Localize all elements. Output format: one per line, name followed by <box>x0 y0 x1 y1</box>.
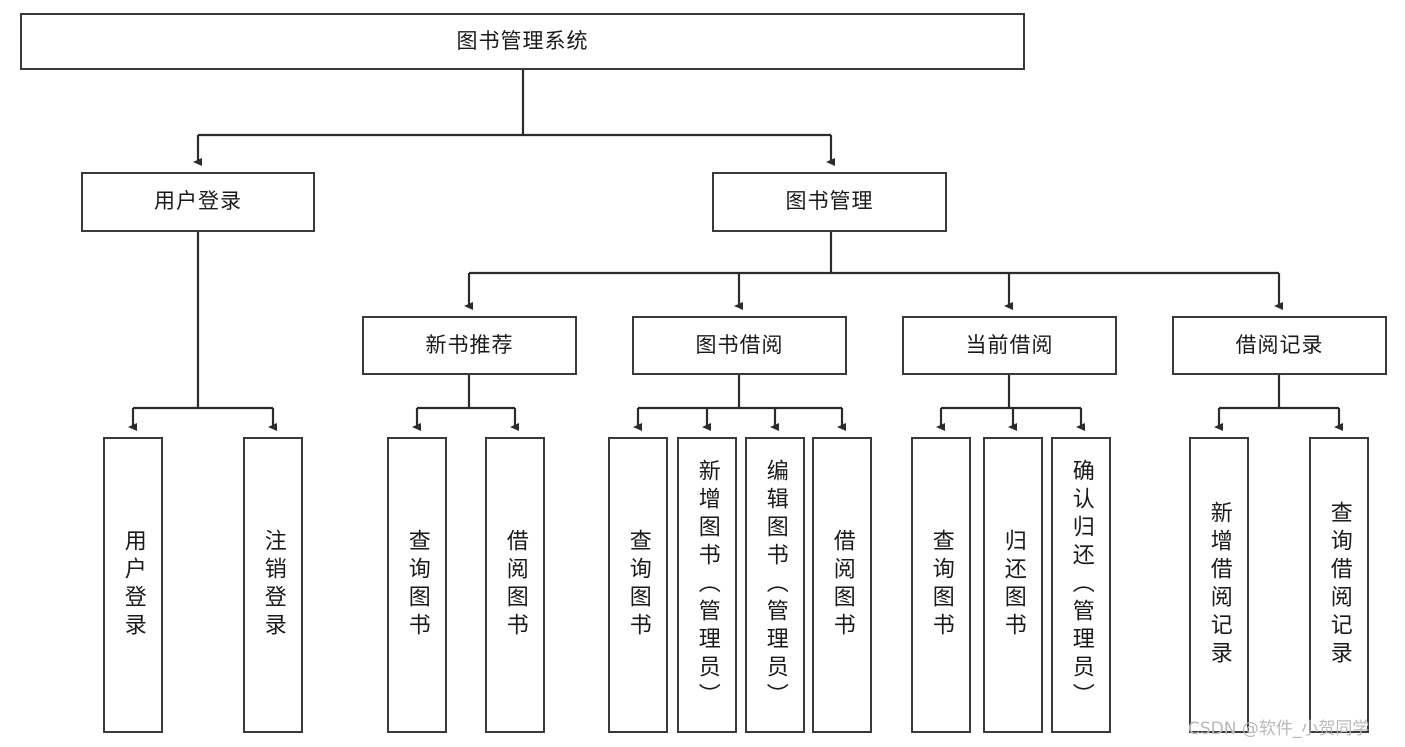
csdn-watermark: CSDN @软件_小贺同学 <box>1188 719 1370 739</box>
leaf-node[interactable]: 编辑图书（管理员） <box>745 437 805 733</box>
leaf-node-label: 新增图书（管理员） <box>694 459 720 711</box>
node-borrow-record[interactable]: 借阅记录 <box>1172 316 1387 375</box>
leaf-node-label: 新增借阅记录 <box>1206 501 1232 669</box>
leaf-node[interactable]: 归还图书 <box>983 437 1043 733</box>
leaf-node[interactable]: 注销登录 <box>243 437 303 733</box>
node-current-borrow-label: 当前借阅 <box>965 332 1054 357</box>
node-book-borrow-label: 图书借阅 <box>695 332 784 357</box>
leaf-node-label: 用户登录 <box>120 529 146 641</box>
leaf-node-label: 注销登录 <box>260 529 286 641</box>
node-current-borrow[interactable]: 当前借阅 <box>902 316 1117 375</box>
leaf-node[interactable]: 借阅图书 <box>485 437 545 733</box>
leaf-node-label: 编辑图书（管理员） <box>762 459 788 711</box>
leaf-node-label: 查询图书 <box>404 529 430 641</box>
node-root[interactable]: 图书管理系统 <box>20 13 1025 70</box>
leaf-node-label: 查询图书 <box>928 529 954 641</box>
leaf-node-label: 借阅图书 <box>829 529 855 641</box>
leaf-node[interactable]: 用户登录 <box>103 437 163 733</box>
leaf-node[interactable]: 查询图书 <box>911 437 971 733</box>
leaf-node-label: 确认归还（管理员） <box>1068 459 1094 711</box>
leaf-node-label: 借阅图书 <box>502 529 528 641</box>
node-book-management-label: 图书管理 <box>785 189 874 214</box>
node-root-label: 图书管理系统 <box>456 28 589 53</box>
node-new-book-recommend[interactable]: 新书推荐 <box>362 316 577 375</box>
node-user-login-label: 用户登录 <box>154 189 242 214</box>
leaf-node[interactable]: 新增图书（管理员） <box>677 437 737 733</box>
node-user-login[interactable]: 用户登录 <box>81 172 315 232</box>
leaf-node-label: 归还图书 <box>1000 529 1026 641</box>
node-book-borrow[interactable]: 图书借阅 <box>632 316 847 375</box>
node-book-management[interactable]: 图书管理 <box>712 172 947 232</box>
leaf-node[interactable]: 确认归还（管理员） <box>1051 437 1111 733</box>
leaf-node[interactable]: 新增借阅记录 <box>1189 437 1249 733</box>
node-new-book-recommend-label: 新书推荐 <box>425 332 514 357</box>
leaf-node-label: 查询图书 <box>625 529 651 641</box>
node-borrow-record-label: 借阅记录 <box>1235 332 1324 357</box>
leaf-node[interactable]: 查询图书 <box>387 437 447 733</box>
leaf-node[interactable]: 查询借阅记录 <box>1309 437 1369 733</box>
leaf-node[interactable]: 借阅图书 <box>812 437 872 733</box>
leaf-node-label: 查询借阅记录 <box>1326 501 1352 669</box>
leaf-node[interactable]: 查询图书 <box>608 437 668 733</box>
